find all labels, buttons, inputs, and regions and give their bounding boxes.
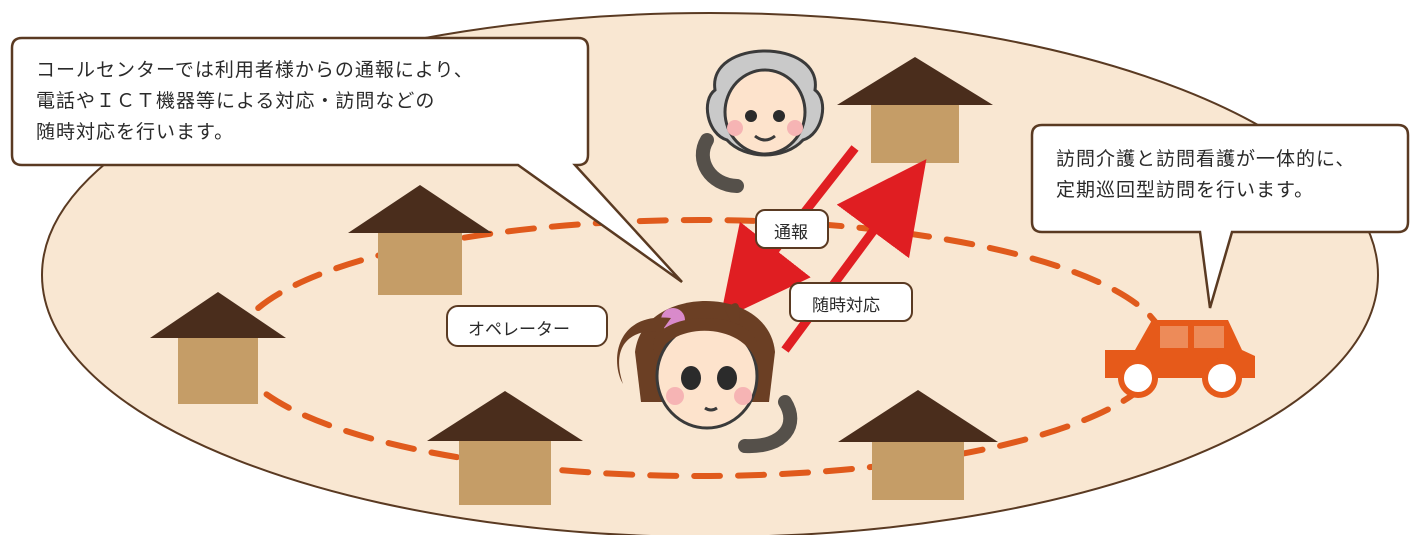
operator-tag: オペレーター bbox=[468, 320, 570, 340]
house-icon bbox=[150, 292, 286, 404]
operator-tag-box bbox=[446, 305, 608, 347]
callout-line: 定期巡回型訪問を行います。 bbox=[1056, 179, 1315, 201]
callout-line: 電話やＩＣＴ機器等による対応・訪問などの bbox=[36, 90, 436, 112]
response-tag: 随時対応 bbox=[812, 296, 880, 316]
report-tag-box bbox=[755, 209, 829, 249]
visit-car-icon bbox=[1105, 320, 1255, 398]
call-center-callout-text: コールセンターでは利用者様からの通報により、 電話やＩＣＴ機器等による対応・訪問… bbox=[36, 55, 474, 148]
elderly-person-with-phone-icon bbox=[695, 49, 825, 193]
callout-line: 随時対応を行います。 bbox=[36, 121, 235, 143]
response-arrow bbox=[781, 159, 927, 353]
callout-line: 訪問介護と訪問看護が一体的に、 bbox=[1056, 148, 1356, 170]
report-tag: 通報 bbox=[774, 223, 808, 243]
response-tag-box bbox=[789, 282, 913, 322]
house-icon bbox=[838, 390, 998, 500]
visit-callout bbox=[1030, 123, 1410, 309]
callout-line: コールセンターでは利用者様からの通報により、 bbox=[36, 59, 474, 81]
house-icon bbox=[837, 57, 993, 163]
house-icon bbox=[427, 391, 583, 505]
operator-with-phone-icon bbox=[617, 301, 798, 454]
house-icon bbox=[348, 185, 492, 295]
visit-callout-text: 訪問介護と訪問看護が一体的に、 定期巡回型訪問を行います。 bbox=[1056, 144, 1355, 206]
call-center-callout bbox=[10, 36, 683, 284]
